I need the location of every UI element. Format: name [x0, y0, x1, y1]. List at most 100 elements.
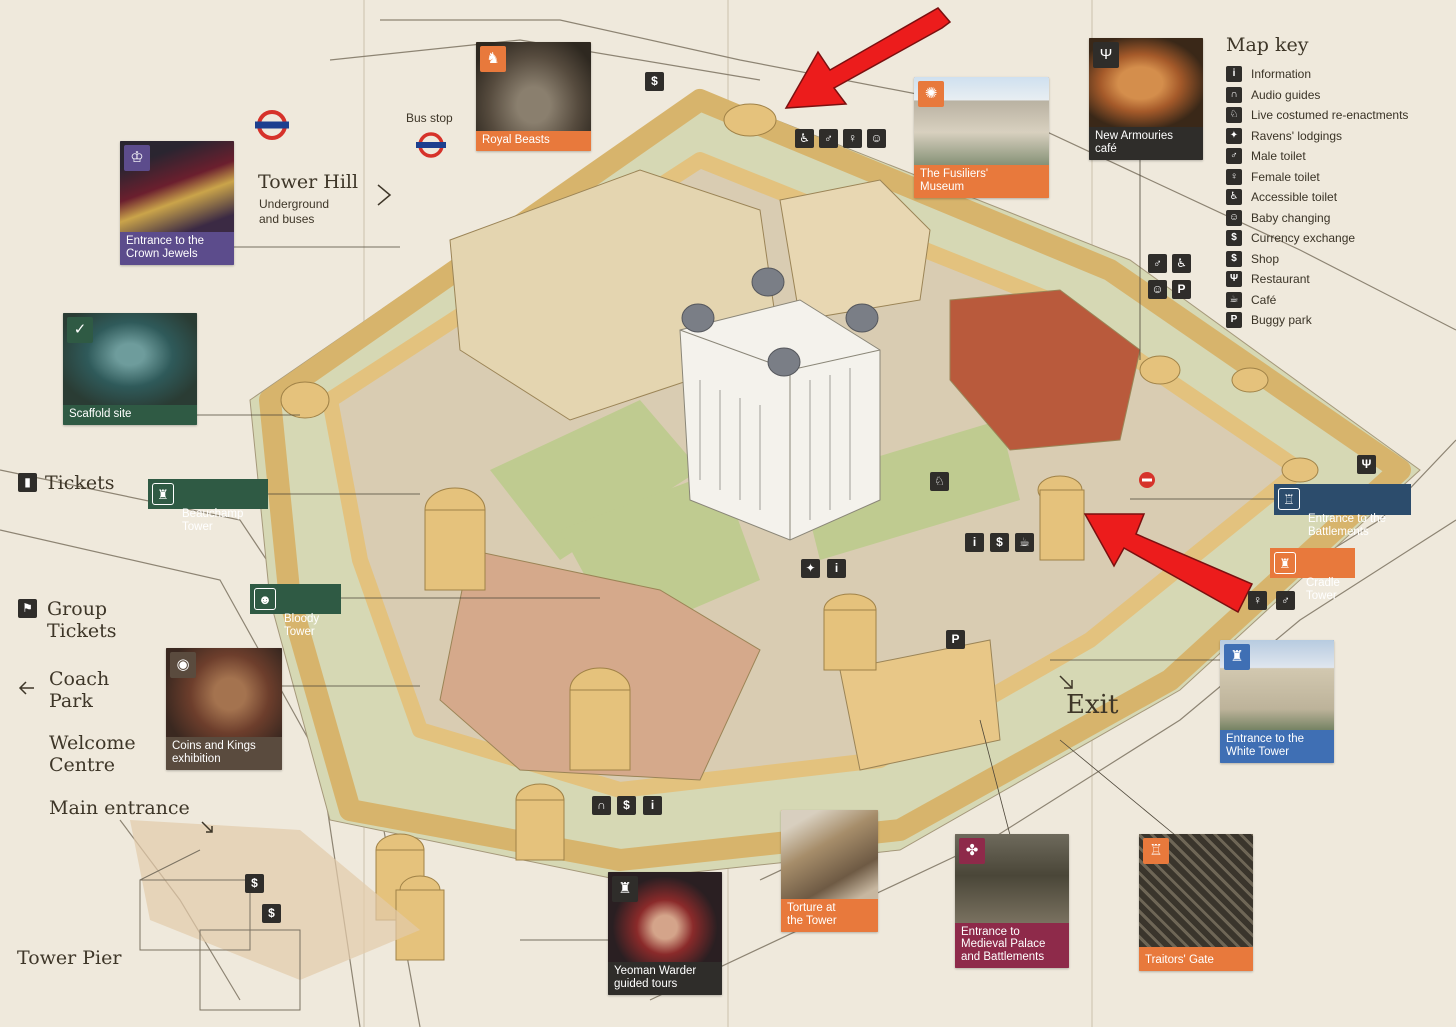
beauchamp-tower-label: Beauchamp Tower — [182, 508, 244, 533]
cradle-tower-tag[interactable]: ♜ Cradle Tower — [1270, 548, 1355, 602]
fusiliers-building — [779, 179, 931, 321]
info-icon[interactable]: i — [965, 533, 984, 552]
new-armouries — [949, 289, 1141, 451]
male-toilet-icon[interactable]: ♂ — [819, 129, 838, 148]
info-icon[interactable]: i — [643, 796, 662, 815]
shop-icon[interactable]: $ — [245, 874, 264, 893]
crown-jewels-card[interactable]: ♔ Entrance to the Crown Jewels — [120, 141, 234, 265]
shop-icon[interactable]: $ — [617, 796, 636, 815]
male-toilet-icon[interactable]: ♂ — [1148, 254, 1167, 273]
red-pointer-arrow — [1083, 513, 1254, 614]
female-toilet-icon[interactable]: ♀ — [1248, 591, 1267, 610]
female-toilet-icon: ♀ — [1226, 168, 1242, 185]
main-entrance-label: Main entrance — [49, 797, 190, 819]
ticket-icon: ▮ — [18, 473, 37, 492]
baby-changing-icon[interactable]: ☺ — [1148, 280, 1167, 299]
traitors-photo — [1139, 834, 1253, 947]
group-ticket-icon: ⚑ — [18, 599, 37, 618]
tower-pier-label: Tower Pier — [17, 947, 122, 969]
yeoman-warder-card[interactable]: ♜ Yeoman Warder guided tours — [608, 872, 722, 995]
battlement-icon: ♖ — [1278, 488, 1300, 510]
torture-tower-card[interactable]: Torture at the Tower — [781, 810, 878, 932]
museum-badge-icon: ✺ — [918, 81, 944, 107]
map-key-label: Live costumed re-enactments — [1251, 108, 1409, 123]
traitors-gate-card[interactable]: ♖ Traitors' Gate — [1139, 834, 1253, 971]
buggy-park-icon[interactable]: P — [1172, 280, 1191, 299]
tickets-link[interactable]: Tickets — [45, 472, 115, 494]
male-toilet-icon: ♂ — [1226, 148, 1242, 165]
scaffold-site-card[interactable]: ✓ Scaffold site — [63, 313, 197, 425]
currency-icon[interactable]: $ — [262, 904, 281, 923]
tower-hill-sublabel: Underground and buses — [259, 197, 330, 226]
map-key-row: ✦Ravens' lodgings — [1226, 126, 1456, 147]
map-key-row: ☺ Baby changing — [1226, 208, 1456, 229]
medieval-palace-card[interactable]: ✤ Entrance to Medieval Palace and Battle… — [955, 834, 1069, 968]
raven-icon: ✦ — [1226, 127, 1242, 144]
medieval-caption: Entrance to Medieval Palace and Battleme… — [955, 922, 1069, 968]
white-tower-card[interactable]: ♜ Entrance to the White Tower — [1220, 640, 1334, 763]
entrance-path — [130, 820, 420, 980]
buggy-park-icon[interactable]: P — [946, 630, 965, 649]
restaurant-icon[interactable]: Ψ — [1357, 455, 1376, 474]
leader-lines — [197, 160, 1274, 941]
queens-house — [439, 549, 761, 781]
group-tickets-link[interactable]: Group Tickets — [47, 598, 117, 642]
lawn — [800, 420, 1020, 560]
outer-wall — [259, 89, 1411, 871]
map-key-label: Currency exchange — [1251, 231, 1356, 246]
red-pointer-arrow — [784, 7, 952, 109]
map-key-label: Accessible toilet — [1251, 190, 1338, 205]
theatre-icon[interactable]: ♘ — [930, 472, 949, 491]
audio-guide-icon[interactable]: ∩ — [592, 796, 611, 815]
cradle-tower-label: Cradle Tower — [1306, 577, 1340, 602]
currency-icon: $ — [1226, 230, 1242, 247]
crown-jewels-caption: Entrance to the Crown Jewels — [120, 232, 234, 265]
map-key-row: ♂Male toilet — [1226, 146, 1456, 167]
map-key-row: $Shop — [1226, 249, 1456, 270]
direction-arrows — [18, 184, 1073, 833]
bloody-tower-tag[interactable]: ☻ Bloody Tower — [250, 584, 341, 638]
welcome-centre-label: Welcome Centre — [49, 732, 136, 776]
underground-roundel-icon — [255, 110, 289, 140]
royal-beasts-card[interactable]: ♞ Royal Beasts — [476, 42, 591, 151]
bus-stop-label: Bus stop — [406, 111, 453, 125]
shop-icon[interactable]: $ — [990, 533, 1009, 552]
female-toilet-icon[interactable]: ♀ — [843, 129, 862, 148]
cafe-icon[interactable]: ☕ — [1015, 533, 1034, 552]
battlements-label: Entrance to the Battlements — [1308, 513, 1386, 538]
raven-icon[interactable]: ✦ — [801, 559, 820, 578]
male-toilet-icon[interactable]: ♂ — [1276, 591, 1295, 610]
map-key-title: Map key — [1226, 34, 1309, 56]
info-icon[interactable]: i — [827, 559, 846, 578]
traitors-caption: Traitors' Gate — [1139, 950, 1253, 971]
baby-changing-icon: ☺ — [1226, 209, 1242, 226]
map-key-label: Buggy park — [1251, 313, 1312, 328]
wall-towers — [280, 103, 1319, 961]
scaffold-caption: Scaffold site — [63, 404, 197, 425]
restaurant-icon: Ψ — [1093, 42, 1119, 68]
royal-beasts-caption: Royal Beasts — [476, 130, 591, 151]
underground-roundel-icon — [416, 132, 446, 158]
crown-icon: ♔ — [124, 145, 150, 171]
shop-icon[interactable]: $ — [645, 72, 664, 91]
map-key-label: Female toilet — [1251, 169, 1320, 184]
lawn — [490, 400, 700, 560]
battlements-entrance-tag[interactable]: ♖ Entrance to the Battlements — [1274, 484, 1411, 538]
headphones-icon: ∩ — [1226, 86, 1242, 103]
tower-hill-label: Tower Hill — [258, 171, 359, 193]
new-armouries-cafe-card[interactable]: Ψ New Armouries café — [1089, 38, 1203, 160]
wheelchair-icon[interactable]: ♿ — [1172, 254, 1191, 273]
baby-changing-icon[interactable]: ☺ — [867, 129, 886, 148]
scaffold-badge-icon: ✓ — [67, 317, 93, 343]
map-key-label: Baby changing — [1251, 210, 1331, 225]
exit-label: Exit — [1066, 690, 1119, 720]
fusiliers-museum-card[interactable]: ✺ The Fusiliers' Museum — [914, 77, 1049, 198]
beauchamp-tower-tag[interactable]: ♜ Beauchamp Tower — [148, 479, 268, 533]
wheelchair-icon[interactable]: ♿ — [795, 129, 814, 148]
pier-sketch — [139, 849, 301, 1011]
coins-kings-card[interactable]: ◉ Coins and Kings exhibition — [166, 648, 282, 770]
